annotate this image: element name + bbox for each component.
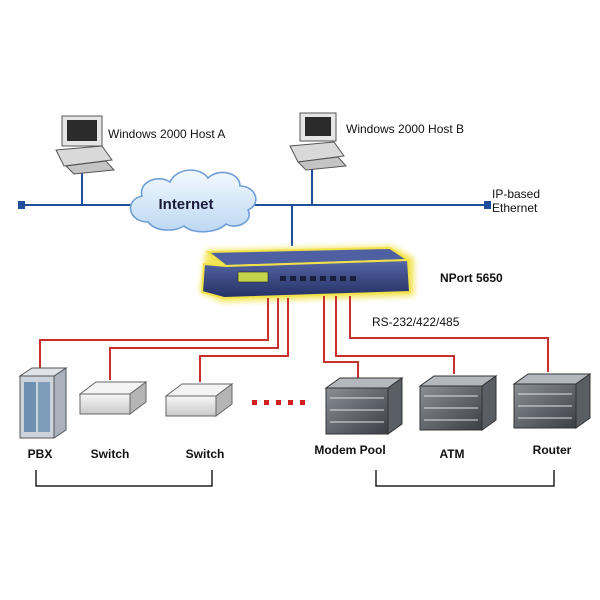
host-b-base-unit [289,141,345,163]
ethernet-label-line2: Ethernet [492,201,538,215]
ethernet-terminator-left [18,201,25,209]
host-a-monitor-screen [67,120,97,141]
atm-device [418,375,498,431]
serial-line-modem-pool [323,296,359,378]
router-device [512,373,592,429]
switch-1-side [129,381,147,415]
serial-line-atm [335,296,455,374]
device-label-pbx: PBX [28,447,53,461]
ethernet-label-line1: IP-based [492,187,540,201]
switch-device-1 [78,381,148,415]
modem-pool-device [324,377,404,435]
host-b-label: Windows 2000 Host B [346,122,464,136]
internet-cloud: Internet [129,169,257,233]
switch-2-front [165,395,217,417]
serial-standard-label: RS-232/422/485 [372,315,460,329]
device-label-router: Router [533,443,572,457]
device-label-modem-pool: Modem Pool [314,443,385,457]
device-label-switch-1: Switch [91,447,130,461]
modem-pool-front [325,387,389,435]
continuation-dots [252,400,305,405]
switch-device-2 [164,383,234,417]
serial-line-switch-1 [109,298,279,380]
ethernet-backbone [18,168,491,246]
host-b-monitor-screen [305,117,331,136]
host-a-base-unit [55,145,113,167]
pbx-side [53,367,67,439]
switch-1-front [79,393,131,415]
cloud-shape [129,169,257,233]
atm-side [481,375,497,431]
pbx-device [18,367,68,439]
serial-cabling [39,296,549,382]
device-label-atm: ATM [439,447,464,461]
device-label-switch-2: Switch [186,447,225,461]
modem-pool-side [387,377,403,435]
nport-serial-ports [280,276,356,281]
nport-lcd-display [237,271,269,283]
serial-line-switch-2 [199,298,289,382]
nport-device-server [200,246,414,302]
bracket-left-group [35,470,213,487]
host-a-keyboard [64,160,116,175]
host-b-computer [289,112,348,171]
nport-model-label: NPort 5650 [440,271,503,285]
serial-line-router [349,296,549,372]
ethernet-terminator-right [484,201,491,209]
switch-2-side [215,383,233,417]
serial-line-pbx [39,298,269,370]
host-b-keyboard [296,156,348,171]
cloud-label: Internet [158,196,213,213]
router-side [575,373,591,429]
bracket-right-group [375,470,555,487]
host-a-label: Windows 2000 Host A [108,127,225,141]
host-a-computer [55,115,116,175]
